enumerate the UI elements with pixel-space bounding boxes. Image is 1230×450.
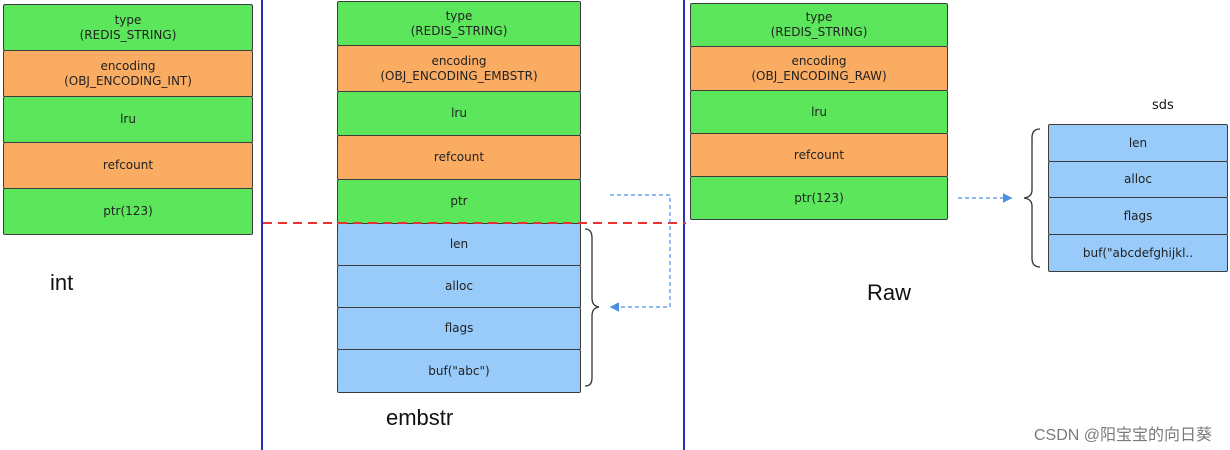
embstr-lru-field: lru (337, 91, 581, 136)
sds-flags-field: flags (1048, 197, 1228, 235)
embstr-brace (584, 228, 600, 387)
separator-right (683, 0, 685, 450)
sds-title: sds (1152, 98, 1174, 113)
raw-encoding-field: encoding (OBJ_ENCODING_RAW) (690, 46, 948, 91)
sds-buf-field: buf("abcdefghijkl.. (1048, 234, 1228, 272)
raw-caption: Raw (867, 280, 912, 305)
raw-ptr-field: ptr(123) (690, 176, 948, 220)
int-caption: int (50, 270, 74, 295)
int-encoding-field: encoding (OBJ_ENCODING_INT) (3, 50, 253, 97)
int-lru-field: lru (3, 96, 253, 143)
embstr-type-field: type (REDIS_STRING) (337, 1, 581, 46)
embstr-buf-field: buf("abc") (337, 349, 581, 393)
sds-alloc-field: alloc (1048, 161, 1228, 198)
raw-type-field: type (REDIS_STRING) (690, 3, 948, 47)
embstr-refcount-field: refcount (337, 135, 581, 180)
embstr-ptr-arrow (609, 194, 671, 312)
embstr-caption: embstr (386, 405, 454, 430)
embstr-alloc-field: alloc (337, 265, 581, 308)
raw-refcount-field: refcount (690, 133, 948, 177)
sds-brace (1023, 128, 1041, 268)
embstr-flags-field: flags (337, 307, 581, 350)
embstr-len-field: len (337, 223, 581, 266)
separator-left (261, 0, 263, 450)
embstr-encoding-field: encoding (OBJ_ENCODING_EMBSTR) (337, 45, 581, 92)
int-ptr-field: ptr(123) (3, 188, 253, 235)
watermark: CSDN @阳宝宝的向日葵 (1033, 427, 1212, 444)
int-refcount-field: refcount (3, 142, 253, 189)
embstr-ptr-field: ptr (337, 179, 581, 224)
